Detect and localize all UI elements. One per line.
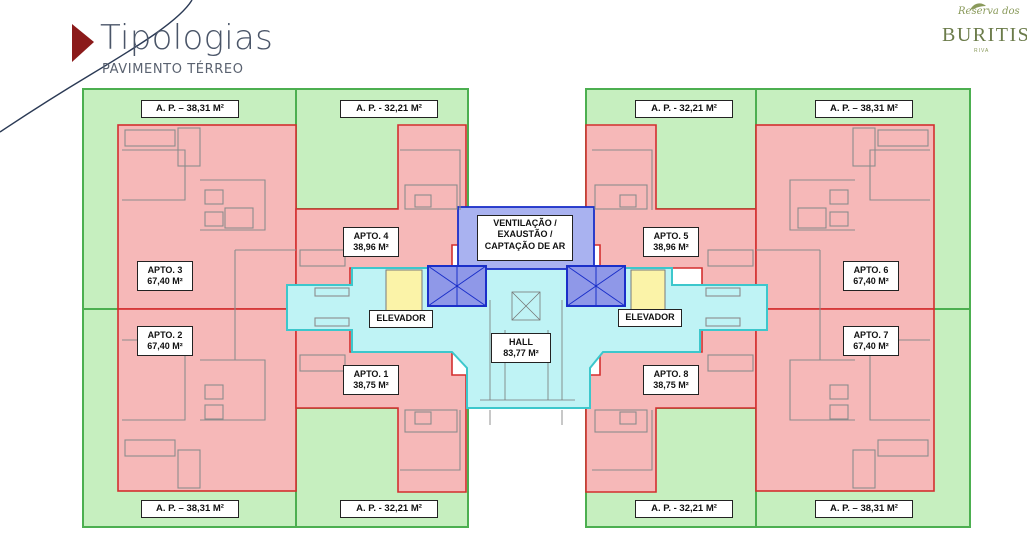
label-apto7: APTO. 7 67,40 M² (843, 326, 899, 356)
brand-script-text: Reserva dos (958, 6, 1020, 17)
title-triangle-marker (72, 24, 94, 62)
elevator-left-cab (385, 269, 423, 313)
apto8-name: APTO. 8 (653, 369, 689, 379)
apto4-area-text: 38,96 M² (353, 242, 389, 253)
label-apto6: APTO. 6 67,40 M² (843, 261, 899, 291)
label-apto4: APTO. 4 38,96 M² (343, 227, 399, 257)
label-ap-bl-inner: A. P. - 32,21 M² (340, 500, 438, 518)
apto3-name: APTO. 3 (147, 265, 183, 275)
apto5-name: APTO. 5 (653, 231, 689, 241)
label-hall: HALL 83,77 M² (491, 333, 551, 363)
leaf-icon (970, 3, 986, 10)
apto1-area-text: 38,75 M² (353, 380, 389, 391)
hall-area-text: 83,77 M² (503, 348, 539, 359)
hall-name: HALL (509, 337, 533, 347)
apto6-area-text: 67,40 M² (853, 276, 889, 287)
apto6-name: APTO. 6 (853, 265, 889, 275)
brand-name: BURITIS (942, 24, 1027, 46)
label-ap-bl-outer: A. P. – 38,31 M² (141, 500, 239, 518)
brand-logo (930, 0, 1027, 60)
label-apto1: APTO. 1 38,75 M² (343, 365, 399, 395)
label-ap-tl-inner: A. P. - 32,21 M² (340, 100, 438, 118)
apto7-area-text: 67,40 M² (853, 341, 889, 352)
apto2-area-text: 67,40 M² (147, 341, 183, 352)
label-ap-br-outer: A. P. – 38,31 M² (815, 500, 913, 518)
label-apto2: APTO. 2 67,40 M² (137, 326, 193, 356)
label-ap-tl-outer: A. P. – 38,31 M² (141, 100, 239, 118)
label-apto8: APTO. 8 38,75 M² (643, 365, 699, 395)
label-ap-br-inner: A. P. - 32,21 M² (635, 500, 733, 518)
ventilation-line-1: VENTILAÇÃO / (493, 218, 557, 228)
header-decoration (0, 0, 193, 133)
label-elevator-right: ELEVADOR (618, 309, 682, 327)
apto2-name: APTO. 2 (147, 330, 183, 340)
label-ap-tr-outer: A. P. – 38,31 M² (815, 100, 913, 118)
elevator-right-cab (630, 269, 666, 313)
ventilation-line-3: CAPTAÇÃO DE AR (484, 240, 566, 251)
apto7-name: APTO. 7 (853, 330, 889, 340)
apto5-area-text: 38,96 M² (653, 242, 689, 253)
label-apto5: APTO. 5 38,96 M² (643, 227, 699, 257)
label-ap-tr-inner: A. P. - 32,21 M² (635, 100, 733, 118)
page-subtitle: PAVIMENTO TÉRREO (102, 62, 244, 77)
label-apto3: APTO. 3 67,40 M² (137, 261, 193, 291)
brand-tag: RIVA (974, 48, 990, 54)
apto1-name: APTO. 1 (353, 369, 389, 379)
label-ventilation: VENTILAÇÃO / EXAUSTÃO / CAPTAÇÃO DE AR (477, 215, 573, 261)
apto4-name: APTO. 4 (353, 231, 389, 241)
interior-walls (122, 127, 930, 489)
shaft-cross-marks (427, 265, 626, 307)
apto8-area-text: 38,75 M² (653, 380, 689, 391)
decor-curve-line (0, 0, 193, 133)
ventilation-line-2: EXAUSTÃO / (497, 229, 553, 240)
label-elevator-left: ELEVADOR (369, 310, 433, 328)
page-title: Tipologias (100, 18, 274, 58)
apto3-area-text: 67,40 M² (147, 276, 183, 287)
